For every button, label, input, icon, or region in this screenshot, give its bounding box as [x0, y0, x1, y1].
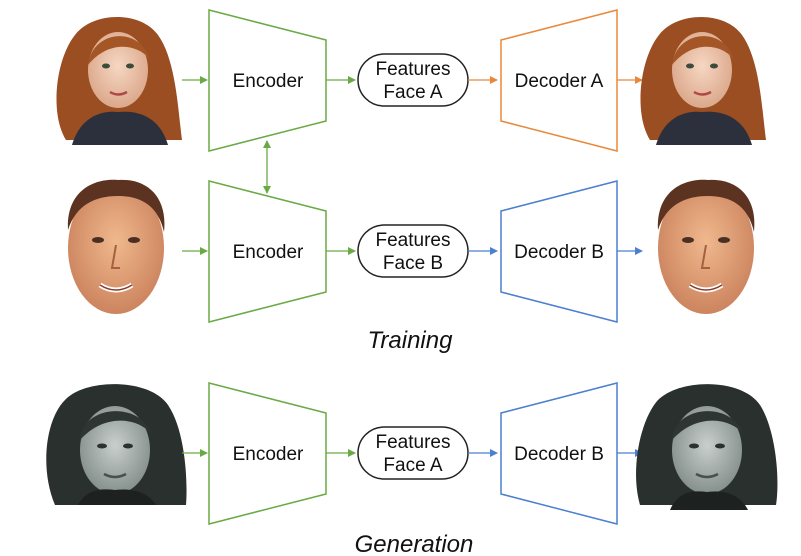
encoder-1-label: Encoder [233, 71, 304, 92]
decoder-b-1-shape [500, 180, 618, 323]
features-3-line1: Features [376, 432, 451, 453]
features-2-line2: Face B [383, 253, 443, 274]
output-face-b-image [657, 179, 755, 314]
encoder-1-shape [208, 9, 327, 152]
features-1-line1: Features [376, 59, 451, 80]
output-face-swapped-grayscale-image [636, 384, 778, 510]
decoder-b-2-label: Decoder B [514, 444, 604, 465]
input-face-b-image [67, 179, 165, 314]
output-face-a-image [640, 16, 766, 145]
row-1: Encoder Features Face A Decoder A [56, 9, 766, 152]
encoder-2-label: Encoder [233, 242, 304, 263]
encoder-2-shape [208, 180, 327, 323]
row-2: Encoder Features Face B Decoder B [67, 179, 755, 323]
decoder-a-label: Decoder A [515, 71, 604, 92]
decoder-b-1-label: Decoder B [514, 242, 604, 263]
features-3-line2: Face A [383, 455, 442, 476]
training-caption: Training [368, 327, 454, 354]
encoder-3-shape [208, 382, 327, 525]
input-face-a-grayscale-image [46, 384, 187, 505]
features-2-line1: Features [376, 230, 451, 251]
decoder-a-shape [500, 9, 618, 152]
row-3: Encoder Features Face A Decoder B [46, 382, 778, 525]
encoder-3-label: Encoder [233, 444, 304, 465]
generation-caption: Generation [355, 531, 474, 556]
input-face-a-image [56, 16, 183, 145]
decoder-b-2-shape [500, 382, 618, 525]
features-1-line2: Face A [383, 82, 442, 103]
